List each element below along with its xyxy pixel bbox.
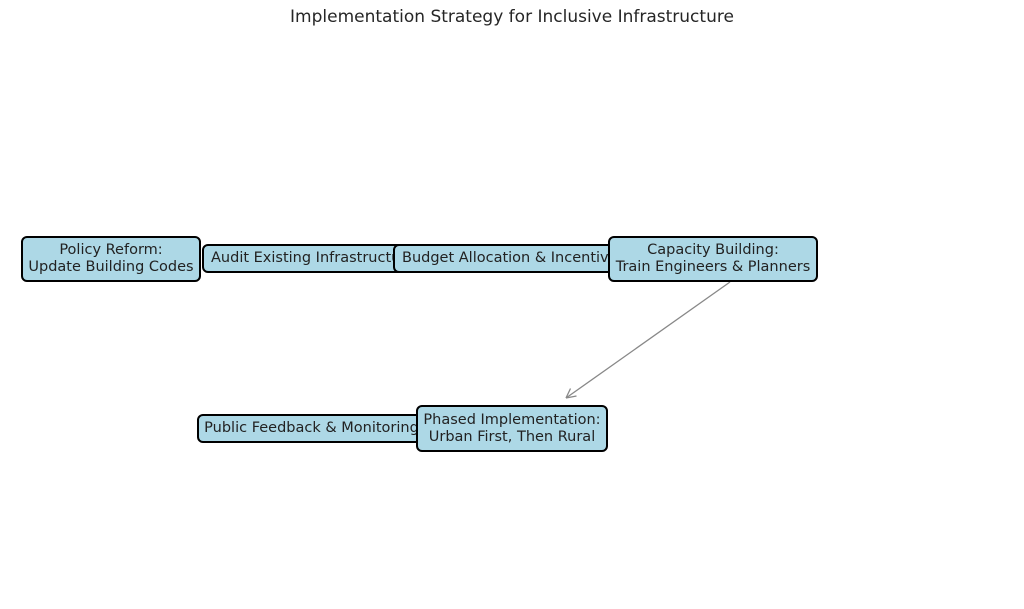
node-capacity-building-line1: Capacity Building:	[647, 242, 779, 258]
node-policy-reform-line2: Update Building Codes	[28, 259, 194, 275]
node-budget-allocation-label: Budget Allocation & Incentives	[402, 250, 619, 266]
edge-arrowhead	[565, 388, 577, 399]
node-public-feedback-label: Public Feedback & Monitoring	[204, 420, 419, 436]
node-capacity-building-line2: Train Engineers & Planners	[615, 259, 811, 275]
edge-capacity-to-phased	[565, 281, 731, 399]
node-phased-implementation-line1: Phased Implementation:	[423, 411, 601, 428]
node-phased-implementation-line2: Urban First, Then Rural	[428, 428, 596, 445]
node-capacity-building: Capacity Building: Train Engineers & Pla…	[608, 236, 818, 282]
node-audit-infrastructure-label: Audit Existing Infrastructure	[211, 250, 414, 266]
node-policy-reform: Policy Reform: Update Building Codes	[21, 236, 201, 282]
node-phased-implementation: Phased Implementation: Urban First, Then…	[416, 405, 608, 452]
node-policy-reform-line1: Policy Reform:	[59, 242, 163, 258]
node-budget-allocation: Budget Allocation & Incentives	[393, 244, 619, 273]
diagram-title: Implementation Strategy for Inclusive In…	[290, 7, 734, 27]
node-public-feedback: Public Feedback & Monitoring	[197, 414, 426, 443]
node-audit-infrastructure: Audit Existing Infrastructure	[202, 244, 414, 273]
